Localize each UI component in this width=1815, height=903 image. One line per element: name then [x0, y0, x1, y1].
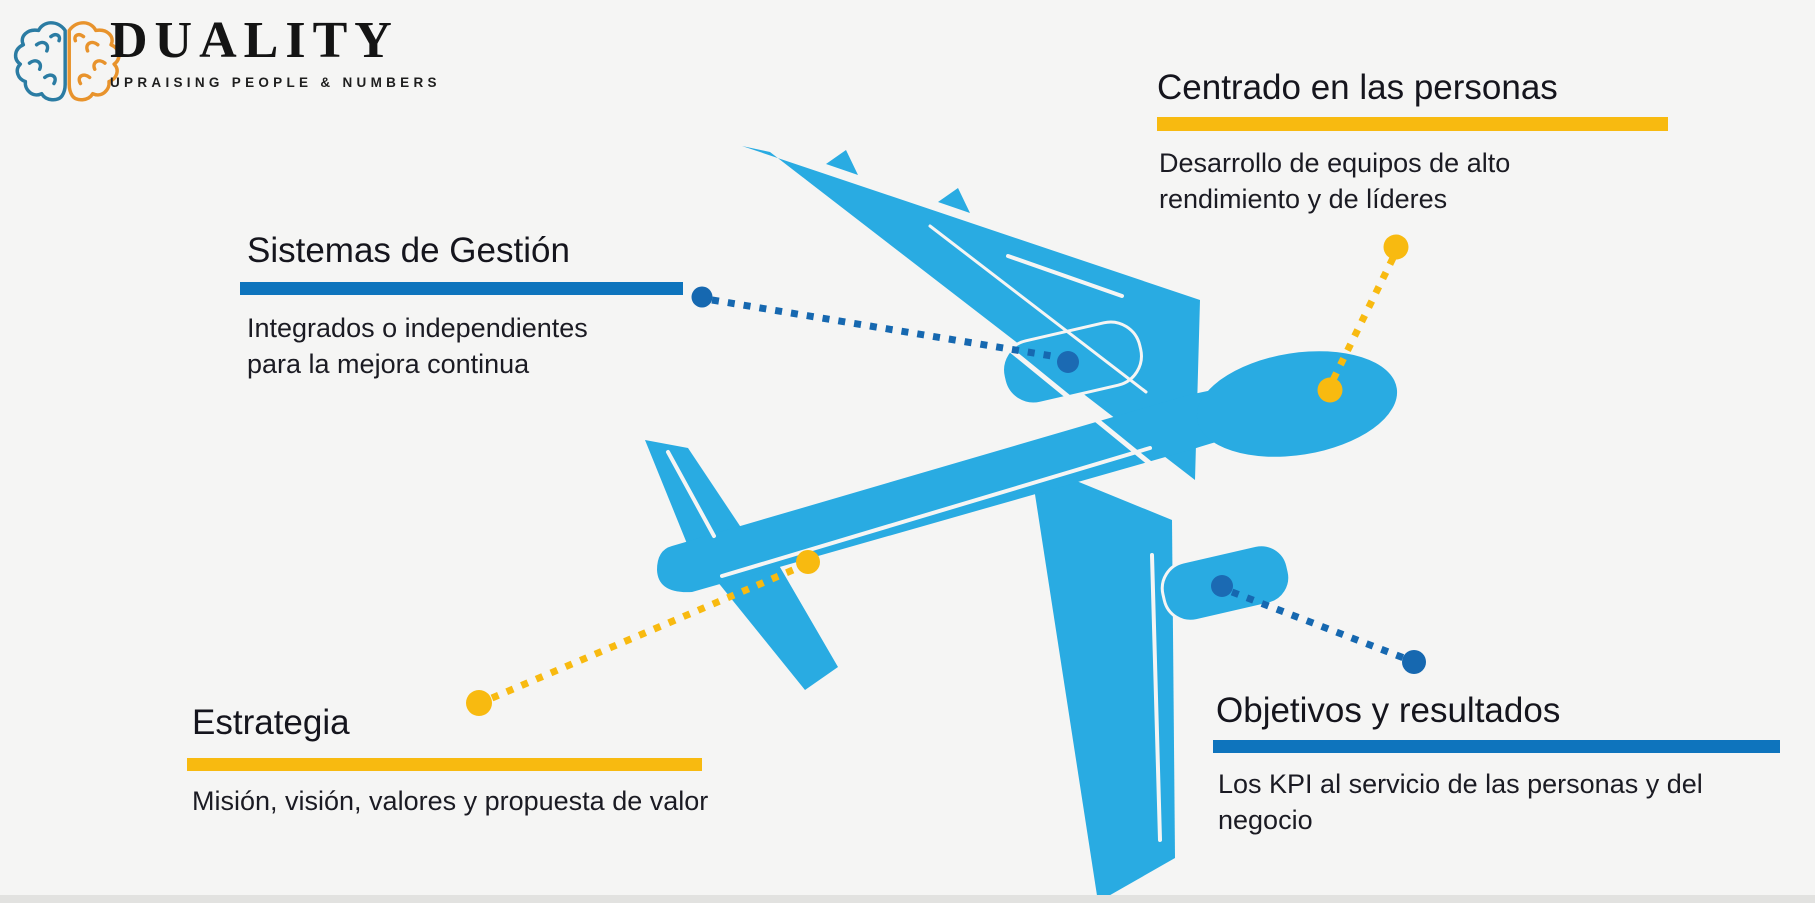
dot-objetivos-end: [1402, 650, 1426, 674]
dot-engine-front: [1057, 351, 1079, 373]
dot-estrategia-end: [466, 690, 492, 716]
dot-tail: [796, 550, 820, 574]
callout-objetivos-accent-bar: [1213, 740, 1780, 753]
callout-objetivos-title: Objetivos y resultados: [1216, 691, 1561, 730]
callout-estrategia-accent-bar: [187, 758, 702, 771]
leader-line-centrado: [1329, 256, 1397, 382]
callout-objetivos-body: Los KPI al servicio de las personas y de…: [1218, 769, 1703, 835]
callout-estrategia-title: Estrategia: [192, 703, 350, 742]
callout-centrado-title: Centrado en las personas: [1157, 68, 1558, 107]
callout-estrategia-body: Misión, visión, valores y propuesta de v…: [192, 786, 709, 816]
callout-centrado-accent-bar: [1157, 117, 1668, 131]
brain-right-half: [67, 21, 121, 102]
callout-sistemas-title: Sistemas de Gestión: [247, 231, 570, 270]
dot-nose: [1317, 377, 1343, 403]
callout-sistemas-accent-bar: [240, 282, 683, 295]
connector-dots: [466, 234, 1426, 716]
airplane-highlight-lines: [666, 177, 1162, 842]
dot-sistemas-end: [691, 286, 713, 308]
brand-name: DUALITY: [110, 12, 399, 69]
leader-line-sistemas: [711, 296, 1059, 361]
callout-sistemas-body: Integrados o independientes para la mejo…: [247, 313, 588, 379]
brand-tagline: UPRAISING PEOPLE & NUMBERS: [110, 74, 441, 90]
brain-left-half: [13, 21, 67, 102]
brain-icon: [13, 21, 121, 102]
logo: DUALITY UPRAISING PEOPLE & NUMBERS: [110, 12, 441, 90]
callout-centrado-body: Desarrollo de equipos de alto rendimient…: [1159, 148, 1511, 214]
dot-centrado-end: [1383, 234, 1409, 260]
leader-line-estrategia: [490, 563, 802, 702]
footer-strip: [0, 895, 1815, 903]
dot-engine-rear: [1211, 575, 1233, 597]
